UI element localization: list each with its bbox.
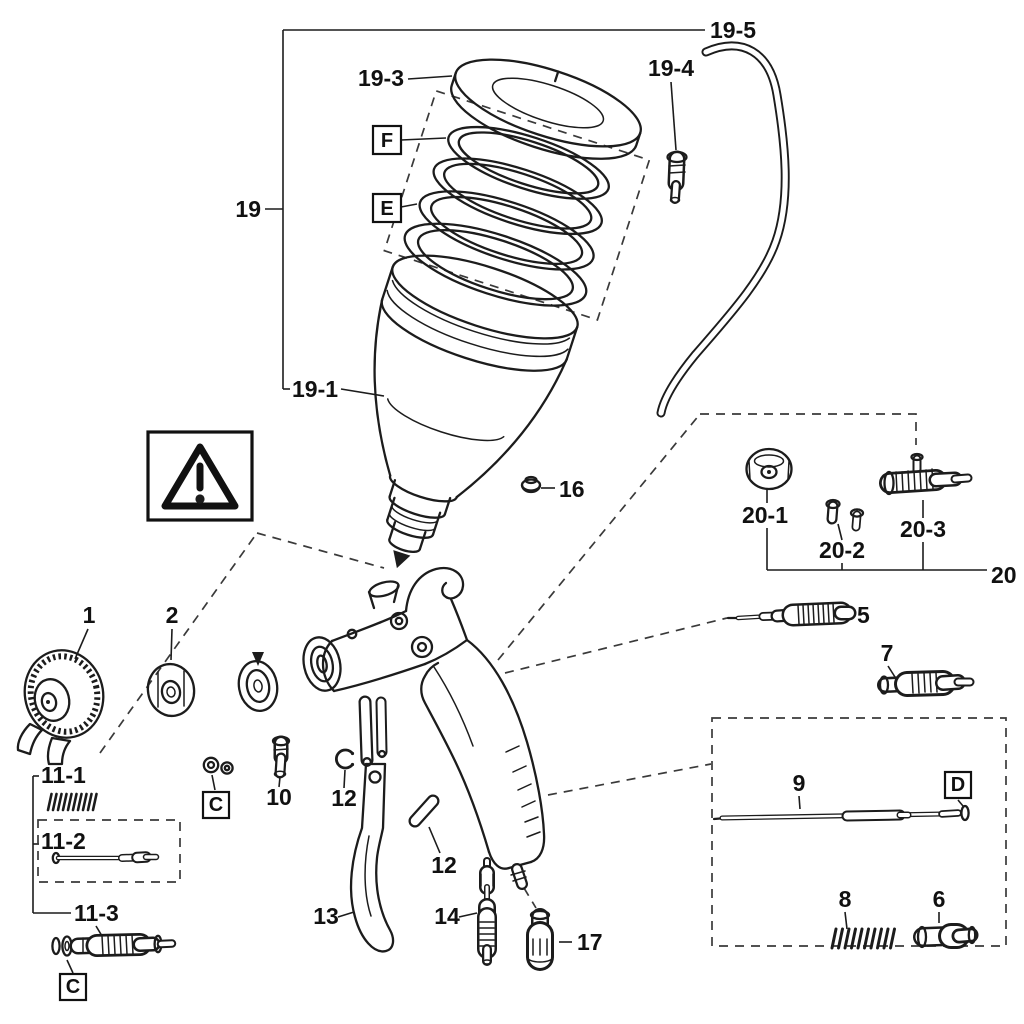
part-label-c-upper: C — [209, 794, 223, 816]
part-label-19: 19 — [235, 196, 261, 222]
part-label-c-lower: C — [66, 976, 80, 998]
part-label-11-1: 11-1 — [41, 762, 86, 788]
warning-sign — [146, 430, 254, 522]
label-box-e — [371, 192, 403, 224]
part-label-9: 9 — [793, 770, 806, 796]
part-6-fitting — [913, 923, 979, 949]
part-1-air-cap — [16, 649, 105, 766]
part-label-6: 6 — [933, 886, 946, 912]
tube-fitting — [666, 150, 688, 204]
part-label-8: 8 — [839, 886, 852, 912]
gasket-group-outline — [383, 89, 651, 321]
part-label-17: 17 — [577, 929, 603, 955]
spray-gun-body — [302, 566, 546, 890]
knurl-ring — [27, 653, 101, 735]
part-5-air-valve — [726, 601, 857, 627]
air-cap-horn — [46, 736, 72, 766]
part-label-20: 20 — [991, 562, 1017, 588]
part-11-1-spring — [46, 792, 98, 812]
part-label-11-3: 11-3 — [74, 900, 119, 926]
warning-box — [146, 430, 254, 522]
part-7-fitting — [877, 670, 975, 697]
part-label-7: 7 — [881, 640, 894, 666]
part-20-3-valve — [879, 452, 973, 496]
part-12-pin — [408, 794, 440, 828]
part-label-16: 16 — [559, 476, 585, 502]
air-cap-horn — [16, 722, 44, 756]
part-label-2: 2 — [166, 602, 179, 628]
cup-body — [373, 254, 579, 569]
part-16-nut — [520, 475, 542, 494]
part-17-connector — [526, 908, 554, 971]
part-label-19-5: 19-5 — [710, 17, 756, 43]
part-label-11-2: 11-2 — [41, 828, 86, 854]
label-box-d — [943, 770, 973, 800]
part-label-5: 5 — [857, 602, 870, 628]
grip-ribs — [505, 745, 541, 838]
part-label-1: 1 — [83, 602, 96, 628]
warning-triangle-icon — [161, 443, 239, 510]
labels: 19-5 19-4 19-3 F E 19 19-1 16 20-1 20-2 … — [41, 17, 1017, 1002]
part-2-nut — [146, 662, 196, 718]
leader-lines — [32, 29, 987, 974]
cup-assembly — [373, 58, 651, 569]
part-label-10: 10 — [266, 784, 292, 810]
label-box-c-upper — [201, 790, 231, 820]
part-label-20-1: 20-1 — [742, 502, 788, 528]
part-12-clip — [334, 748, 355, 770]
part-label-f: F — [381, 130, 393, 152]
part-9-needle — [712, 809, 962, 822]
part-d-washer — [960, 804, 970, 822]
part-label-19-3: 19-3 — [358, 65, 404, 91]
grip — [465, 638, 546, 864]
cup-gasket-rings — [403, 125, 610, 307]
part-10-fitting — [271, 735, 291, 779]
dashed-guides — [99, 413, 1007, 947]
label-box-c-lower — [58, 972, 88, 1002]
part-c-washers — [202, 756, 234, 775]
part-label-20-2: 20-2 — [819, 537, 865, 563]
part-20-2-plugs — [825, 498, 865, 532]
part-label-14: 14 — [434, 903, 460, 929]
assembly-arrow-icon — [252, 652, 264, 666]
hanger-hook — [404, 566, 465, 613]
part-label-20-3: 20-3 — [900, 516, 946, 542]
part-label-12-clip: 12 — [331, 785, 357, 811]
part-label-d: D — [951, 774, 965, 796]
part-label-19-4: 19-4 — [648, 55, 694, 81]
part-8-spring — [830, 927, 896, 950]
cup-lid — [450, 58, 642, 160]
part-label-12-pin: 12 — [431, 852, 457, 878]
label-box-f — [371, 124, 403, 156]
nozzle-boss — [302, 636, 342, 692]
part-14-valve-stem — [477, 857, 497, 966]
part-20-1-nut — [745, 447, 793, 491]
distributor-ring — [237, 652, 279, 712]
part-11-3-valve-assembly — [51, 933, 177, 957]
part-label-13: 13 — [313, 903, 339, 929]
part-label-e: E — [380, 198, 393, 220]
part-11-2-stem — [37, 819, 181, 883]
air-tube — [656, 41, 790, 418]
trigger-yoke — [358, 695, 388, 767]
part-label-19-1: 19-1 — [292, 376, 338, 402]
part-13-trigger — [349, 762, 395, 953]
assembly-arrow-icon — [393, 550, 411, 569]
air-inlet-stub — [510, 863, 528, 890]
